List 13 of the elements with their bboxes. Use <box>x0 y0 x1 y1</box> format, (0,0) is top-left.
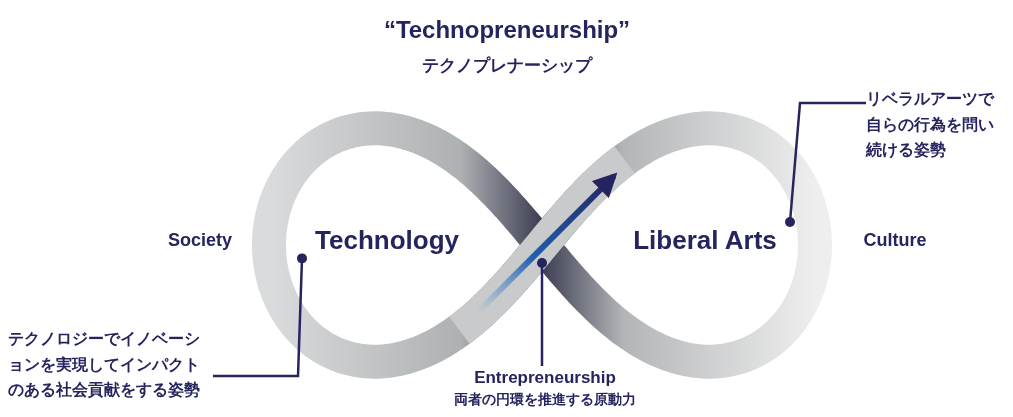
subtitle: テクノプレナーシップ <box>422 54 592 77</box>
leader-line <box>213 253 307 378</box>
leader-line <box>537 258 547 366</box>
side-label: Culture <box>863 229 927 251</box>
title: “Technopreneurship” <box>383 16 631 44</box>
loop-label: Technology <box>314 224 460 257</box>
node-label: Entrepreneurship <box>473 367 617 389</box>
loop-label: Liberal Arts <box>632 224 778 257</box>
node-label: テクノロジーでイノベーションを実現してインパクトのある社会貢献をする姿勢 <box>8 329 201 401</box>
side-label: Society <box>168 229 232 251</box>
leader-line <box>785 101 866 227</box>
node-label: 両者の円環を推進する原動力 <box>453 389 637 409</box>
node-label: リベラルアーツで自らの行為を問い続ける姿勢 <box>866 89 996 161</box>
